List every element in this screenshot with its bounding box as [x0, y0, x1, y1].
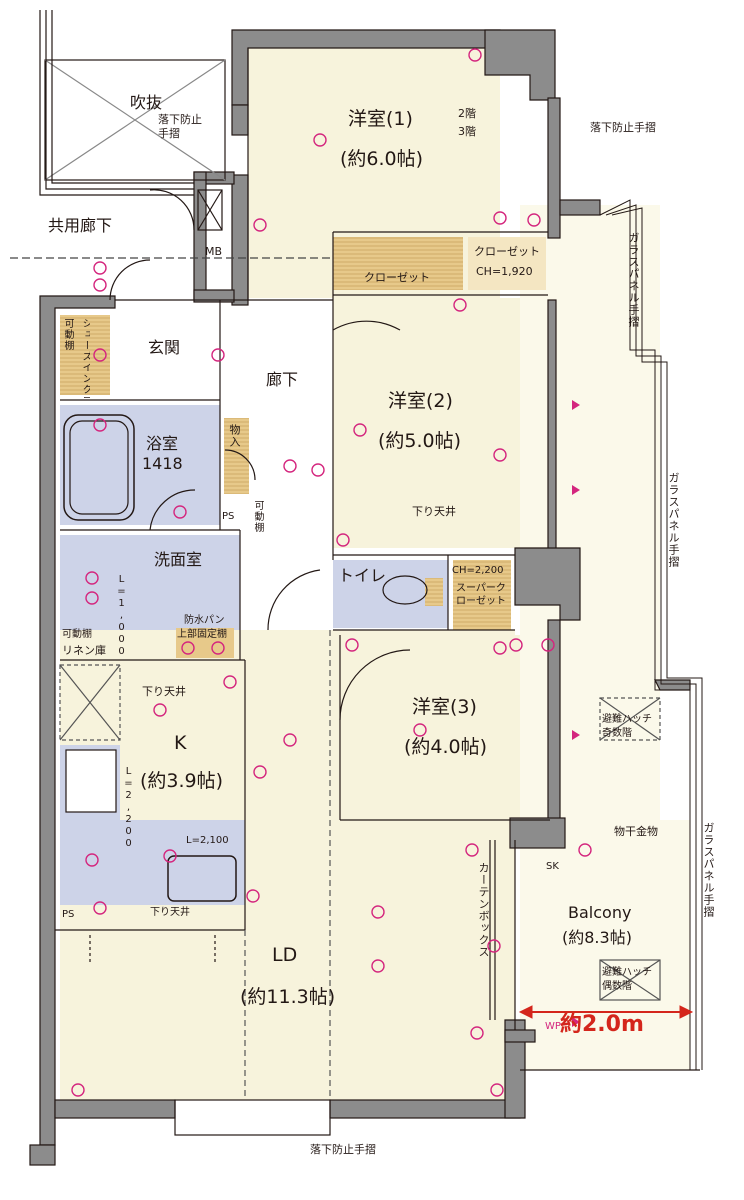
- closet-main-label: クローゼット: [364, 271, 430, 284]
- balcony-depth-arrow: [518, 1005, 694, 1019]
- closet-ch-label: CH=1,920: [476, 265, 533, 278]
- washroom-label: 洗面室: [154, 550, 203, 569]
- l2100-label: L=2,100: [186, 835, 229, 846]
- l2200-label: L=2,200: [123, 766, 134, 850]
- lowered-ceiling-label-3: 下り天井: [150, 907, 190, 918]
- room-western2-floor: [333, 298, 548, 548]
- hatch-even-label: 避難ハッチ 偶数階: [602, 967, 652, 992]
- entrance-label: 玄関: [148, 338, 181, 357]
- common-corridor-label: 共用廊下: [48, 216, 113, 235]
- movable-shelf-label-1: 可動棚: [62, 318, 73, 351]
- shoes-closet-label: シューズインクローゼット: [80, 318, 90, 398]
- kitchen-floor-over: [60, 665, 245, 745]
- western2-name: 洋室(2): [388, 390, 453, 412]
- storage-closet: [224, 418, 249, 494]
- bath-name: 浴室: [146, 434, 179, 453]
- direction-arrows: [572, 400, 580, 1027]
- closet-main: [333, 237, 463, 290]
- kitchen-counter-bottom2: [60, 820, 245, 905]
- mb-label: MB: [205, 245, 223, 258]
- super-closet: [453, 560, 511, 630]
- ld-size: (約11.3帖): [240, 986, 336, 1008]
- western1-name: 洋室(1): [348, 108, 413, 130]
- closet-small: [468, 237, 546, 290]
- hatch-odd-label: 避難ハッチ 奇数階: [602, 714, 652, 739]
- wp-label: WP: [545, 1021, 561, 1032]
- hallway-label: 廊下: [266, 370, 299, 389]
- western3-size: (約4.0帖): [404, 736, 488, 758]
- balcony-size: (約8.3帖): [562, 928, 632, 947]
- balcony-name: Balcony: [568, 903, 632, 922]
- lowered-ceiling-label-1: 下り天井: [412, 505, 456, 518]
- drying-hardware-label: 物干金物: [614, 825, 658, 838]
- entrance-floor: [115, 300, 220, 400]
- electrical-symbols: [71, 48, 592, 1097]
- kitchen-size: (約3.9帖): [140, 770, 224, 792]
- partition-lines: [10, 10, 703, 1136]
- lowered-ceiling-label-2: 下り天井: [142, 685, 186, 698]
- super-closet-label: スーパークローゼット: [456, 583, 506, 607]
- shoes-closet: [60, 315, 110, 395]
- floor2-label: 2階: [458, 107, 476, 120]
- western2-size: (約5.0帖): [378, 430, 462, 452]
- balcony-floor-lower: [520, 820, 690, 1070]
- super-closet-ch-label: CH=2,200: [452, 565, 504, 576]
- balcony-depth-label: 約2.0m: [560, 1012, 644, 1037]
- toilet-label: トイレ: [338, 566, 387, 585]
- glass-rail-label-1: ガラスパネル手摺: [627, 232, 640, 328]
- ps-label-2: PS: [62, 909, 75, 920]
- toilet-shelf: [425, 578, 443, 606]
- walls: [29, 29, 691, 1166]
- l1000-label: L=1,000: [116, 574, 127, 658]
- kitchen-name: K: [174, 732, 187, 754]
- closet-small-label: クローゼット: [474, 245, 540, 258]
- western3-name: 洋室(3): [412, 696, 477, 718]
- glass-rail-label-3: ガラスパネル手摺: [702, 822, 715, 918]
- bath-size: 1418: [142, 454, 183, 473]
- storage-label: 物入: [228, 424, 241, 448]
- curtain-box-label: カーテンボックス: [477, 862, 490, 958]
- sk-label: SK: [546, 861, 559, 872]
- ps-label-1: PS: [222, 511, 235, 522]
- kitchen-floor-over2: [120, 745, 245, 820]
- linen-shelf-label: リネン庫: [62, 644, 106, 657]
- fall-rail-label-top-right: 落下防止手摺: [590, 121, 656, 134]
- void-label: 吹抜: [130, 93, 163, 112]
- floor3-label: 3階: [458, 125, 476, 138]
- waterproof-pan-label: 防水パン: [184, 615, 225, 626]
- glass-rail-label-2: ガラスパネル手摺: [667, 472, 680, 568]
- ld-name: LD: [272, 944, 298, 966]
- western1-size: (約6.0帖): [340, 148, 424, 170]
- fall-rail-label-bottom: 落下防止手摺: [310, 1143, 376, 1156]
- movable-shelf-label-3: 可動棚: [62, 629, 92, 640]
- top-fixed-shelf-label: 上部固定棚: [177, 629, 227, 640]
- bath-floor: [60, 405, 220, 525]
- movable-shelf-label-2: 可動棚: [252, 500, 263, 533]
- fall-rail-top-label: 落下防止 手摺: [158, 113, 202, 141]
